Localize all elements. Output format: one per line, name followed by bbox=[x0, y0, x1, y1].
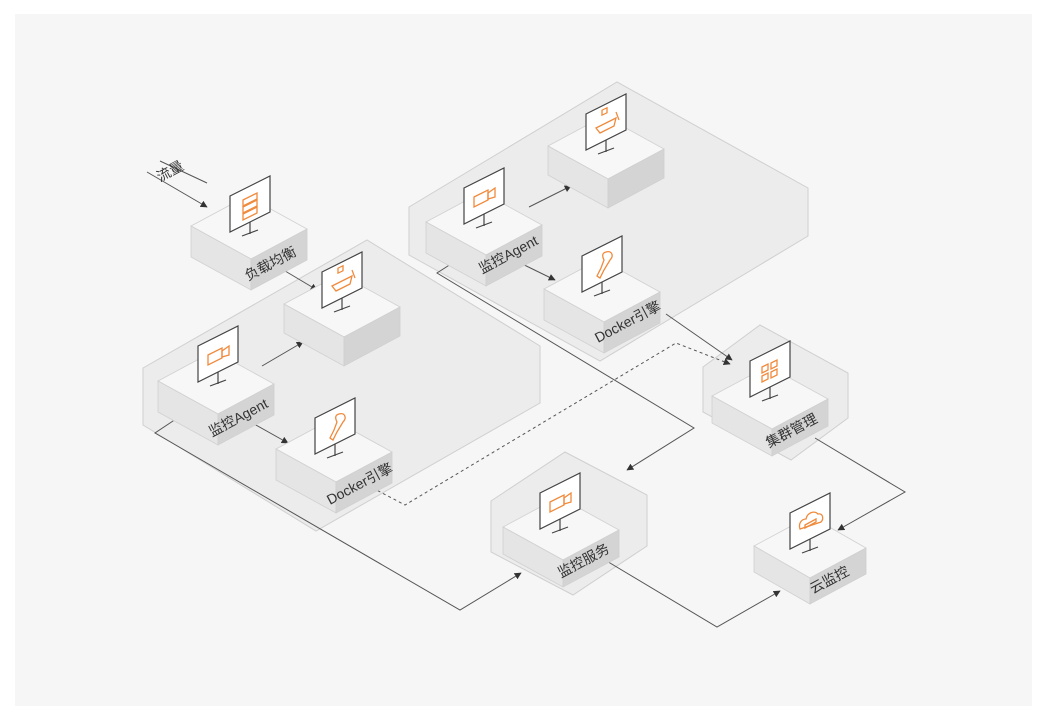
left-agent-monitor bbox=[197, 325, 239, 387]
monitor-service-monitor bbox=[539, 472, 581, 534]
container-ship-icon bbox=[594, 106, 620, 134]
right-agent-to-container-link bbox=[528, 185, 572, 208]
cloud-storage-icon bbox=[798, 511, 824, 530]
left-agent-to-service-link bbox=[154, 418, 522, 611]
left-docker-to-cluster-dashed-link bbox=[366, 342, 731, 506]
wrench-icon bbox=[329, 412, 346, 441]
video-camera-icon bbox=[549, 491, 572, 514]
left-zone-plate bbox=[142, 239, 541, 532]
lb-monitor bbox=[229, 175, 271, 237]
right-agent-to-service-link bbox=[436, 263, 695, 471]
load-balancer-node bbox=[190, 195, 308, 291]
left-docker-node bbox=[275, 418, 393, 514]
left-container-monitor bbox=[321, 251, 363, 313]
cluster-monitor bbox=[749, 340, 791, 402]
right-docker-monitor bbox=[581, 235, 623, 297]
right-docker-to-cluster-link bbox=[665, 313, 733, 361]
traffic-line-2 bbox=[146, 171, 208, 208]
wrench-icon bbox=[596, 250, 613, 279]
right-container-monitor bbox=[585, 93, 627, 155]
traffic-line-1 bbox=[159, 160, 208, 184]
video-camera-icon bbox=[473, 186, 496, 209]
grid-apps-icon bbox=[761, 358, 778, 384]
video-camera-icon bbox=[207, 344, 230, 367]
left-docker-monitor bbox=[314, 397, 356, 459]
container-ship-icon bbox=[330, 264, 356, 292]
cloud-monitor-monitor bbox=[789, 492, 831, 554]
server-list-icon bbox=[242, 191, 258, 222]
service-to-cloud-link bbox=[604, 559, 781, 628]
traffic-label: 流量 bbox=[154, 157, 186, 184]
right-agent-monitor bbox=[463, 167, 505, 229]
left-agent-node bbox=[157, 350, 275, 446]
monitor-service-node bbox=[502, 496, 620, 588]
right-zone-plate bbox=[408, 81, 809, 362]
left-agent-to-container-link bbox=[261, 341, 304, 367]
cluster-to-cloud-link bbox=[814, 437, 906, 531]
